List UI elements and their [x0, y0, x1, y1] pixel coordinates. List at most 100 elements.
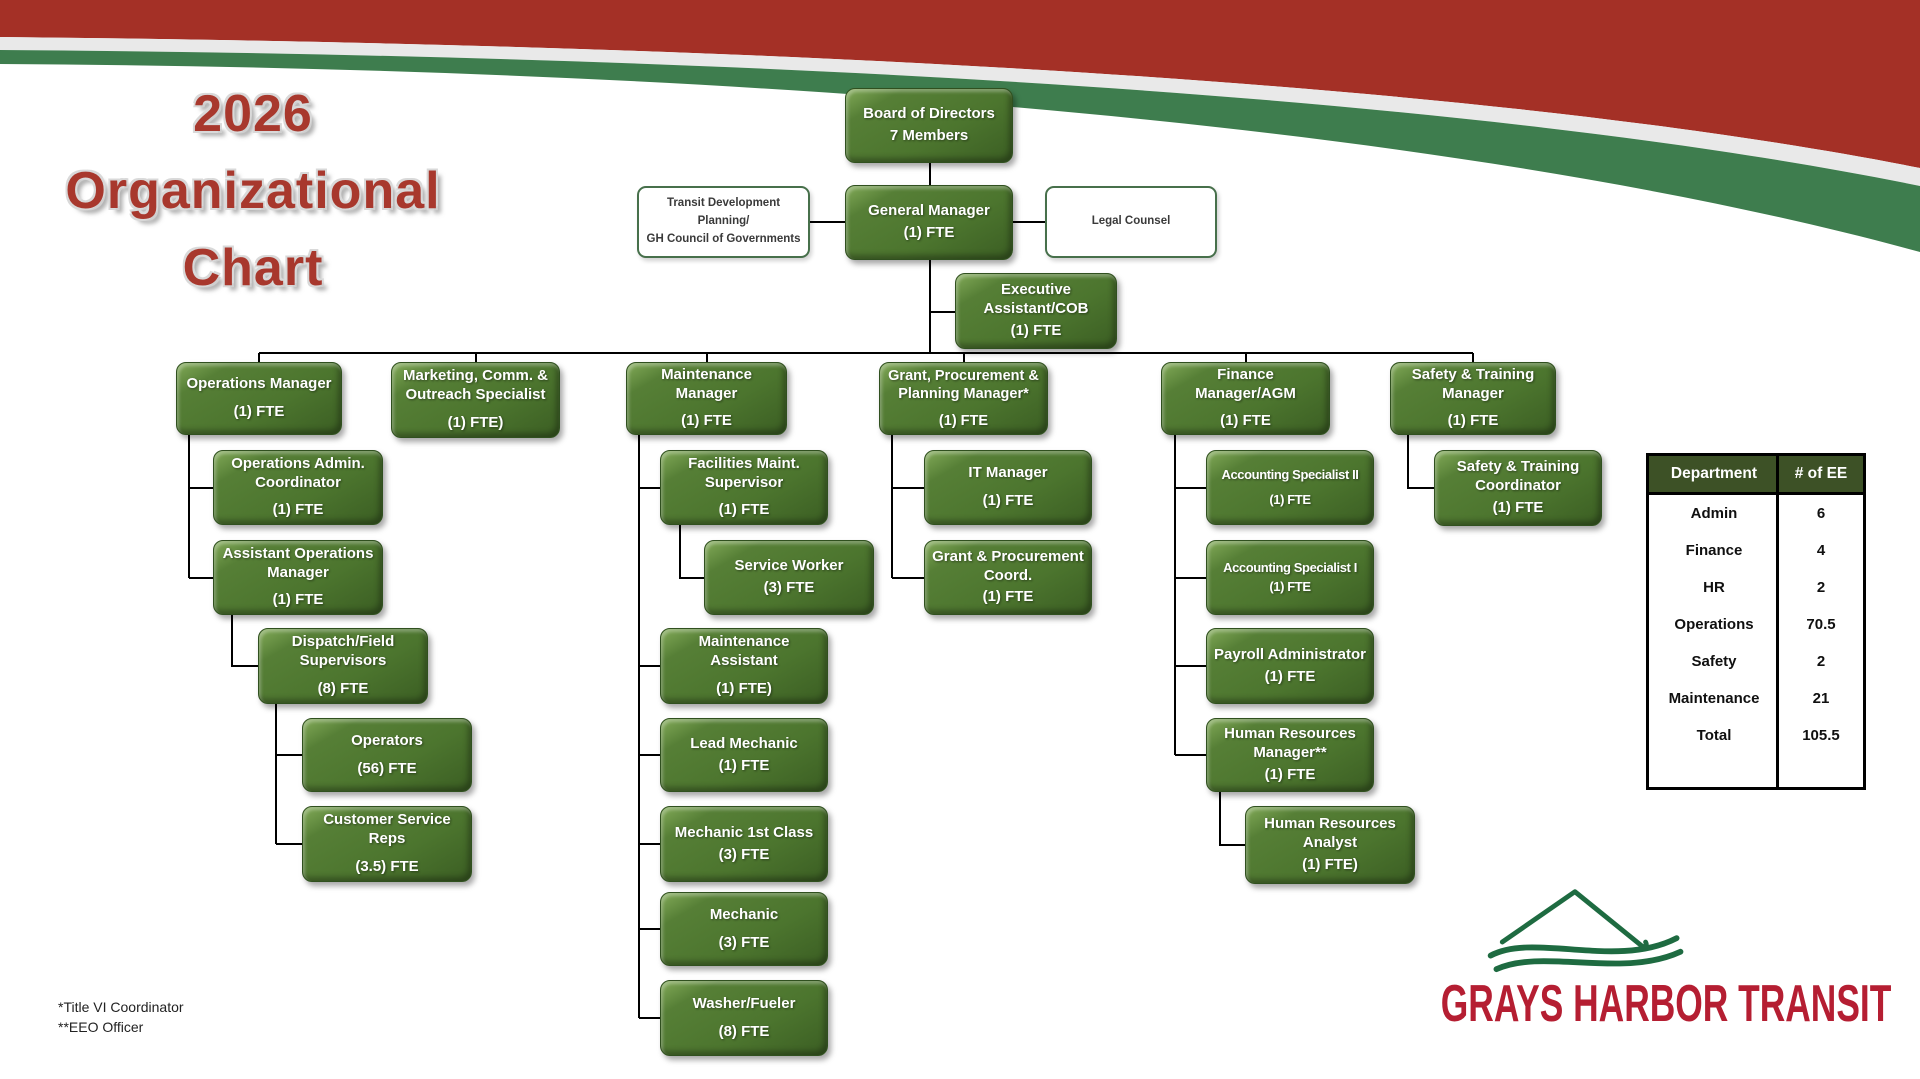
org-node-title: Mechanic [709, 905, 779, 923]
org-node-title: Payroll Administrator [1214, 645, 1366, 663]
org-node-safetyCoord: Safety & Training Coordinator (1) FTE [1434, 450, 1602, 526]
org-node-title: Finance Manager/AGM [1195, 365, 1296, 402]
org-node-grant: Grant, Procurement & Planning Manager*(1… [879, 362, 1048, 435]
org-node-title: Lead Mechanic [690, 734, 798, 752]
org-node-payroll: Payroll Administrator (1) FTE [1206, 628, 1374, 704]
table-cell-count: 105.5 [1802, 727, 1840, 744]
org-node-operators: Operators (56) FTE [302, 718, 472, 792]
table-cell-count: 21 [1812, 690, 1830, 707]
org-node-washer: Washer/Fueler(8) FTE [660, 980, 828, 1056]
org-node-ops: Operations Manager(1) FTE [176, 362, 342, 435]
org-node-fte: (1) FTE [1269, 492, 1311, 507]
table-cell-department: Safety [1691, 653, 1737, 670]
table-row: Total 105.5 [1649, 717, 1863, 754]
org-node-title: Executive Assistant/COB [983, 281, 1089, 318]
org-node-title: General Manager [868, 202, 990, 220]
org-node-fte: (56) FTE [357, 759, 417, 777]
org-node-fte: (1) FTE [718, 756, 770, 774]
org-node-legal: Legal Counsel [1045, 186, 1217, 258]
org-node-exec: Executive Assistant/COB (1) FTE [955, 273, 1117, 349]
table-header-count: # of EE [1794, 465, 1848, 482]
org-node-maint: Maintenance Manager(1) FTE [626, 362, 787, 435]
table-row: Maintenance 21 [1649, 680, 1863, 717]
org-node-title: Accounting Specialist I [1223, 559, 1357, 575]
org-node-fte: (1) FTE [1264, 765, 1316, 783]
org-node-title: Maintenance Assistant [698, 633, 790, 670]
table-row: HR 2 [1649, 569, 1863, 606]
org-node-gm: General Manager (1) FTE [845, 185, 1013, 260]
org-node-serviceWorker: Service Worker (3) FTE [704, 540, 874, 615]
org-node-title: Legal Counsel [1091, 215, 1171, 228]
org-node-fte: (1) FTE [272, 501, 324, 519]
org-node-fte: (3) FTE [718, 845, 770, 863]
org-node-title: Washer/Fueler [692, 994, 796, 1012]
table-cell-count: 2 [1816, 653, 1826, 670]
org-node-fte: (1) FTE [1269, 579, 1311, 594]
table-row: Safety 2 [1649, 643, 1863, 680]
org-node-fte: (1) FTE) [716, 679, 772, 697]
org-node-title: Accounting Specialist II [1221, 466, 1359, 482]
org-node-fte: (1) FTE [1010, 321, 1062, 339]
org-node-it: IT Manager(1) FTE [924, 450, 1092, 525]
org-node-maintAsst: Maintenance Assistant (1) FTE) [660, 628, 828, 704]
org-node-asstOps: Assistant Operations Manager (1) FTE [213, 540, 383, 615]
logo-text: GRAYS HARBOR TRANSIT [1440, 975, 1892, 1033]
org-node-mech: Mechanic(3) FTE [660, 892, 828, 966]
org-node-fte: (1) FTE [1447, 412, 1499, 430]
org-node-title: Operators [351, 731, 423, 749]
footnote-eeo: **EEO Officer [58, 1019, 144, 1036]
grays-harbor-transit-logo: GRAYS HARBOR TRANSIT [1372, 882, 1892, 1033]
org-node-title: Operations Admin. Coordinator [231, 454, 365, 491]
table-cell-department: Total [1696, 727, 1732, 744]
org-node-acct2: Accounting Specialist II (1) FTE [1206, 450, 1374, 525]
table-cell-department: Admin [1690, 505, 1738, 522]
org-node-tdp: Transit Development Planning/GH Council … [637, 186, 810, 258]
table-cell-count: 6 [1816, 505, 1826, 522]
org-node-title: Maintenance Manager [661, 365, 752, 402]
org-node-fte: (3.5) FTE [355, 857, 419, 875]
org-node-title: Assistant Operations Manager [222, 544, 374, 581]
page-title-line3: Chart [182, 239, 324, 297]
org-node-title: Grant & Procurement Coord. [932, 547, 1084, 584]
org-node-fte: (1) FTE [1264, 667, 1316, 685]
org-node-title: Grant, Procurement & Planning Manager* [888, 367, 1039, 402]
org-node-acct1: Accounting Specialist I (1) FTE [1206, 540, 1374, 615]
org-node-title: Mechanic 1st Class [674, 823, 814, 841]
table-cell-department: Finance [1685, 542, 1743, 559]
department-table-header: Department # of EE [1649, 456, 1863, 495]
org-node-fte: (1) FTE [1220, 412, 1271, 430]
table-header-department: Department [1670, 465, 1758, 482]
table-cell-count: 4 [1816, 542, 1826, 559]
org-node-title: Marketing, Comm. & Outreach Specialist [402, 367, 549, 404]
org-node-facilities: Facilities Maint. Supervisor(1) FTE [660, 450, 828, 525]
org-node-csr: Customer Service Reps(3.5) FTE [302, 806, 472, 882]
org-node-dispatch: Dispatch/Field Supervisors(8) FTE [258, 628, 428, 704]
org-node-title: Human Resources Manager** [1224, 725, 1356, 762]
org-node-title: Board of Directors [863, 105, 995, 123]
org-node-title: Human Resources Analyst [1264, 815, 1396, 852]
org-node-title: Service Worker [734, 557, 844, 575]
org-node-fte: (1) FTE [272, 591, 324, 609]
org-node-fte: (1) FTE [718, 501, 770, 519]
org-node-leadMech: Lead Mechanic (1) FTE [660, 718, 828, 792]
table-cell-department: Maintenance [1668, 690, 1760, 707]
org-node-title: Dispatch/Field Supervisors [291, 633, 395, 670]
table-cell-count: 2 [1816, 579, 1826, 596]
org-node-fte: (1) FTE [903, 224, 955, 241]
org-node-fte: GH Council of Governments [646, 232, 801, 245]
org-node-fte: (1) FTE [1492, 498, 1544, 516]
org-node-title: Safety & Training Coordinator [1456, 458, 1580, 495]
org-node-fte: (1) FTE [982, 492, 1034, 509]
org-node-fte: (3) FTE [763, 579, 815, 596]
org-node-hrAnalyst: Human Resources Analyst(1) FTE) [1245, 806, 1415, 884]
table-row: Finance 4 [1649, 532, 1863, 569]
table-cell-department: Operations [1674, 616, 1754, 633]
org-node-safety: Safety & Training Manager(1) FTE [1390, 362, 1556, 435]
org-node-fte: (1) FTE [233, 403, 285, 420]
table-cell-department: HR [1703, 579, 1725, 596]
org-node-mech1: Mechanic 1st Class (3) FTE [660, 806, 828, 882]
org-node-opsAdmin: Operations Admin. Coordinator (1) FTE [213, 450, 383, 525]
